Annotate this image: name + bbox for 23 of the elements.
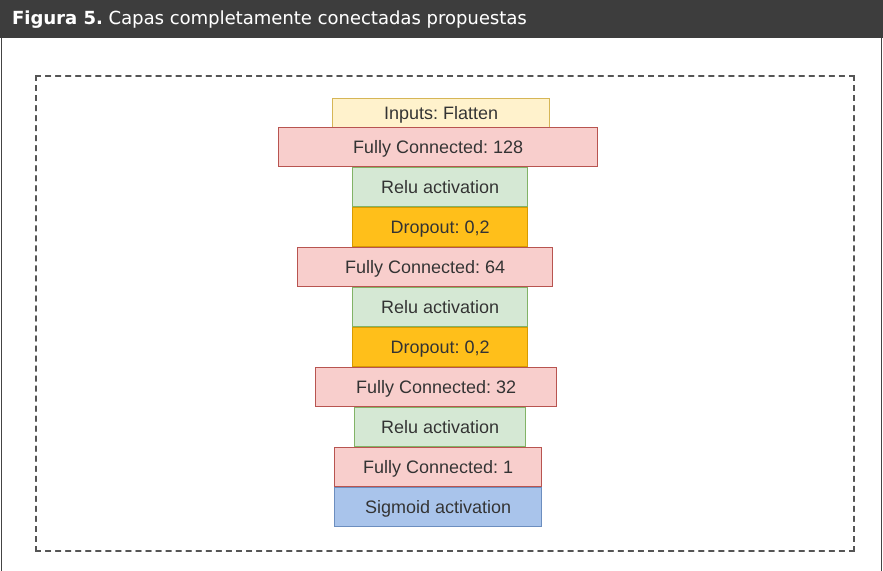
- activation-box: [352, 287, 528, 327]
- dense-layer-box: [297, 247, 553, 287]
- input-layer-box: [332, 98, 550, 128]
- activation-box: [352, 167, 528, 207]
- layer-label: Sigmoid activation: [364, 496, 512, 518]
- dense-layer-box: [334, 447, 542, 487]
- layer-label: Inputs: Flatten: [384, 102, 498, 124]
- dropout-box: [352, 327, 528, 367]
- layer-label: Fully Connected: 32: [356, 376, 516, 398]
- figure-title: Figura 5. Capas completamente conectadas propuestas: [12, 8, 527, 29]
- layer-label: Relu activation: [380, 416, 500, 438]
- layer-label: Fully Connected: 1: [362, 456, 514, 478]
- layer-label: Relu activation: [380, 296, 500, 318]
- dense-layer-box: [315, 367, 557, 407]
- layer-label: Fully Connected: 64: [344, 256, 506, 278]
- dense-layer-box: [278, 127, 598, 167]
- layer-label: Fully Connected: 128: [352, 136, 524, 158]
- dropout-box: [352, 207, 528, 247]
- layer-label: Dropout: 0,2: [390, 336, 490, 358]
- activation-box: [334, 487, 542, 527]
- activation-box: [354, 407, 526, 447]
- layer-label: Dropout: 0,2: [390, 216, 490, 238]
- layer-label: Relu activation: [380, 176, 500, 198]
